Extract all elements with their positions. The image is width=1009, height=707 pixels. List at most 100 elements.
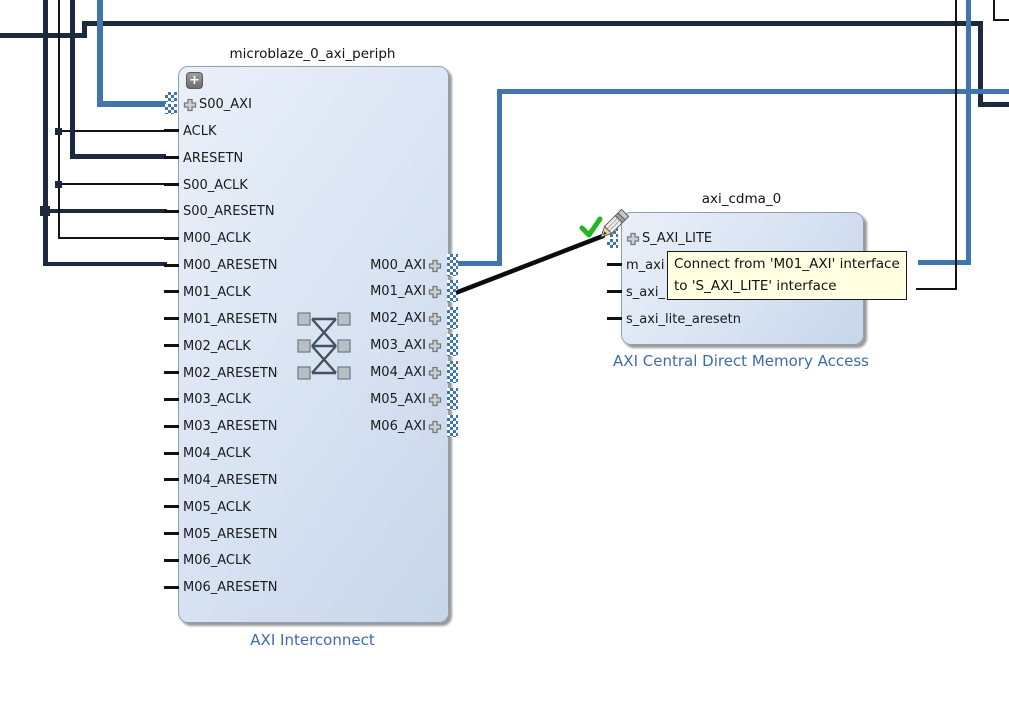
port-label: M01_ARESETN <box>183 311 278 327</box>
port-M00_AXI[interactable]: M00_AXI <box>370 257 442 275</box>
connection-candidate-highlight <box>165 92 177 102</box>
pin-stub-ARESETN <box>164 156 179 160</box>
interconnect-block[interactable]: + S00_AXI ACLK ARESETN S00_ACLK S00_ARESETN M… <box>178 66 449 623</box>
wire-dark-right-exit-horizontal[interactable] <box>978 102 1009 107</box>
expand-interface-plus-icon[interactable] <box>428 285 442 299</box>
expand-interface-plus-icon[interactable] <box>428 259 442 273</box>
wire-s00-axi[interactable] <box>97 101 166 107</box>
wire-dark-left-horizontal[interactable] <box>0 33 84 38</box>
port-M05_AXI[interactable]: M05_AXI <box>370 391 442 409</box>
port-M03_ACLK[interactable]: M03_ACLK <box>183 391 251 409</box>
wire-aclk[interactable] <box>58 130 166 132</box>
connection-candidate-highlight <box>447 280 458 303</box>
connection-candidate-highlight <box>165 104 177 114</box>
expand-interface-plus-icon[interactable] <box>428 339 442 353</box>
expand-interface-plus-icon[interactable] <box>428 393 442 407</box>
wire-s00-aclk[interactable] <box>58 183 166 185</box>
connection-candidate-highlight <box>447 387 458 410</box>
pin-stub-ACLK <box>164 129 179 133</box>
port-label: M00_ACLK <box>183 231 251 247</box>
expand-interface-plus-icon[interactable] <box>428 312 442 326</box>
port-M02_ARESETN[interactable]: M02_ARESETN <box>183 365 278 383</box>
expand-interface-plus-icon[interactable] <box>428 366 442 380</box>
port-label: M06_ACLK <box>183 553 251 569</box>
port-M01_ACLK[interactable]: M01_ACLK <box>183 284 251 302</box>
port-s_axi_lite_aresetn[interactable]: s_axi_lite_aresetn <box>626 311 741 329</box>
port-label: M02_ARESETN <box>183 365 278 381</box>
wire-dark-jog-vertical[interactable] <box>82 21 87 38</box>
port-label: M05_ARESETN <box>183 526 278 542</box>
wire-dark-top-horizontal[interactable] <box>82 21 983 26</box>
port-M00_ARESETN[interactable]: M00_ARESETN <box>183 257 278 275</box>
wire-m00-axi-vertical[interactable] <box>497 89 502 266</box>
expand-interface-plus-icon[interactable] <box>428 420 442 434</box>
wire-aresetn-net-vertical[interactable] <box>43 0 48 266</box>
port-label: M03_ACLK <box>183 392 251 408</box>
wire-m00-axi-top-horizontal[interactable] <box>497 89 1009 94</box>
port-label: ARESETN <box>183 150 244 166</box>
port-S00_AXI[interactable]: S00_AXI <box>183 96 252 114</box>
cdma-block[interactable]: S_AXI_LITE m_axi s_axi_ s_axi_lite_aresetn <box>621 212 864 345</box>
wire-s00-axi-vertical[interactable] <box>97 0 103 107</box>
port-M04_AXI[interactable]: M04_AXI <box>370 364 442 382</box>
port-M03_ARESETN[interactable]: M03_ARESETN <box>183 418 278 436</box>
wire-thin-right-vertical[interactable] <box>955 0 957 290</box>
expand-interface-plus-icon[interactable] <box>626 232 640 246</box>
port-M02_AXI[interactable]: M02_AXI <box>370 310 442 328</box>
pin-stub-M00_ACLK <box>164 236 179 240</box>
port-M06_ACLK[interactable]: M06_ACLK <box>183 552 251 570</box>
external-port-box[interactable] <box>993 0 1009 21</box>
port-M06_AXI[interactable]: M06_AXI <box>370 418 442 436</box>
pin-stub-M03_ACLK <box>164 397 179 401</box>
wire-m00-aclk[interactable] <box>58 237 166 239</box>
wire-aclk-net-vertical[interactable] <box>58 0 60 239</box>
port-M00_ACLK[interactable]: M00_ACLK <box>183 230 251 248</box>
port-S00_ACLK[interactable]: S00_ACLK <box>183 177 248 195</box>
port-M04_ARESETN[interactable]: M04_ARESETN <box>183 472 278 490</box>
pin-stub-S00_ACLK <box>164 183 179 187</box>
port-ARESETN[interactable]: ARESETN <box>183 150 243 168</box>
pin-stub-M03_ARESETN <box>164 424 179 428</box>
wire-aresetn[interactable] <box>70 154 166 159</box>
port-label: M03_ARESETN <box>183 419 278 435</box>
port-M01_AXI[interactable]: M01_AXI <box>370 283 442 301</box>
expand-interface-plus-icon[interactable] <box>183 98 197 112</box>
port-M04_ACLK[interactable]: M04_ACLK <box>183 445 251 463</box>
port-S_AXI_LITE[interactable]: S_AXI_LITE <box>626 230 712 248</box>
pin-stub-M00_ARESETN <box>164 263 179 267</box>
pin-stub-M02_ACLK <box>164 344 179 348</box>
axi-crossbar-icon <box>297 312 351 380</box>
port-M06_ARESETN[interactable]: M06_ARESETN <box>183 579 278 597</box>
port-S00_ARESETN[interactable]: S00_ARESETN <box>183 203 275 221</box>
wire-cdma-m-axi-vertical[interactable] <box>966 0 971 265</box>
port-ACLK[interactable]: ACLK <box>183 123 217 141</box>
wire-aresetn-vertical[interactable] <box>70 0 75 159</box>
wire-m00-aresetn[interactable] <box>43 262 167 266</box>
connection-candidate-highlight <box>607 239 618 248</box>
collapse-block-button[interactable]: + <box>186 72 203 89</box>
port-s_axi_[interactable]: s_axi_ <box>626 284 665 302</box>
port-label: S00_ACLK <box>183 177 248 193</box>
port-M05_ACLK[interactable]: M05_ACLK <box>183 499 251 517</box>
wire-cdma-m-axi-horizontal[interactable] <box>918 260 971 265</box>
wire-m00-axi-horizontal[interactable] <box>457 261 502 266</box>
pin-stub-m_axi <box>607 263 622 267</box>
cdma-block-title: axi_cdma_0 <box>701 191 782 207</box>
port-label: M04_ARESETN <box>183 472 278 488</box>
port-M05_ARESETN[interactable]: M05_ARESETN <box>183 526 278 544</box>
wire-dark-right-vertical[interactable] <box>978 22 983 107</box>
wire-junction-dot <box>55 128 62 135</box>
pin-stub-M05_ARESETN <box>164 532 179 536</box>
wire-thin-right-horizontal[interactable] <box>916 288 957 290</box>
wire-s00-aresetn[interactable] <box>43 209 167 213</box>
port-label: S00_AXI <box>199 97 252 112</box>
port-label: s_axi_ <box>626 284 666 300</box>
port-M03_AXI[interactable]: M03_AXI <box>370 337 442 355</box>
port-M01_ARESETN[interactable]: M01_ARESETN <box>183 311 278 329</box>
interconnect-block-title: microblaze_0_axi_periph <box>229 46 396 62</box>
port-M02_ACLK[interactable]: M02_ACLK <box>183 338 251 356</box>
port-m_axi[interactable]: m_axi <box>626 257 664 275</box>
port-label: M05_AXI <box>370 391 426 407</box>
port-label: S00_ARESETN <box>183 204 275 220</box>
